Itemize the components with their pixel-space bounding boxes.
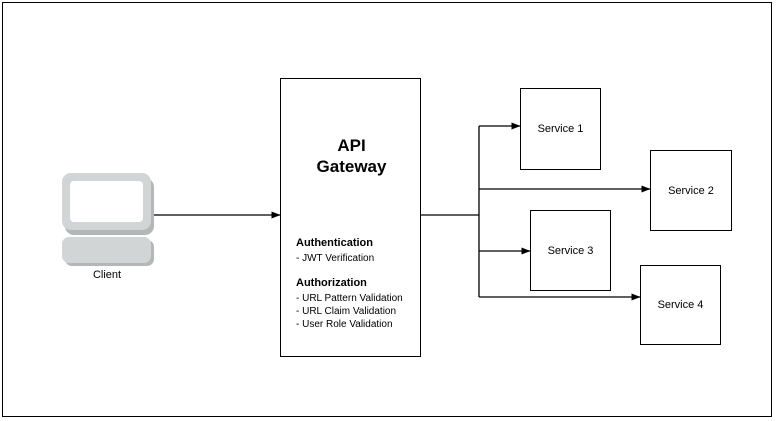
service-node-2[interactable]: Service 2 xyxy=(650,150,732,231)
api-gateway-node[interactable]: API Gateway Authentication - JWT Verific… xyxy=(280,78,421,357)
client-label: Client xyxy=(92,269,122,281)
service-label: Service 2 xyxy=(668,184,714,197)
api-gateway-title: API Gateway xyxy=(316,136,387,176)
authentication-heading: Authentication xyxy=(296,237,373,249)
authentication-group: Authentication - JWT Verification xyxy=(296,236,422,265)
monitor-screen xyxy=(70,181,143,222)
page-border xyxy=(2,2,772,417)
keyboard-icon xyxy=(62,237,151,321)
service-label: Service 1 xyxy=(537,123,584,135)
service-node-4[interactable]: Service 4 xyxy=(640,265,721,345)
authorization-item: - URL Pattern Validation xyxy=(296,293,403,304)
service-label: Service 3 xyxy=(547,244,594,257)
service-label: Service 4 xyxy=(657,299,704,311)
authorization-item: - User Role Validation xyxy=(296,319,393,330)
authentication-item: - JWT Verification xyxy=(296,253,375,264)
client-node[interactable]: Client xyxy=(62,170,154,321)
desktop-computer-icon xyxy=(62,173,151,230)
authorization-item: - URL Claim Validation xyxy=(296,306,397,317)
keyboard-slot xyxy=(110,313,145,321)
service-node-1[interactable]: Service 1 xyxy=(520,88,601,170)
service-node-3[interactable]: Service 3 xyxy=(530,210,611,291)
api-gateway-details: Authentication - JWT Verification Author… xyxy=(296,236,422,331)
authorization-group: Authorization - URL Pattern Validation -… xyxy=(296,276,422,331)
authorization-heading: Authorization xyxy=(296,277,367,289)
